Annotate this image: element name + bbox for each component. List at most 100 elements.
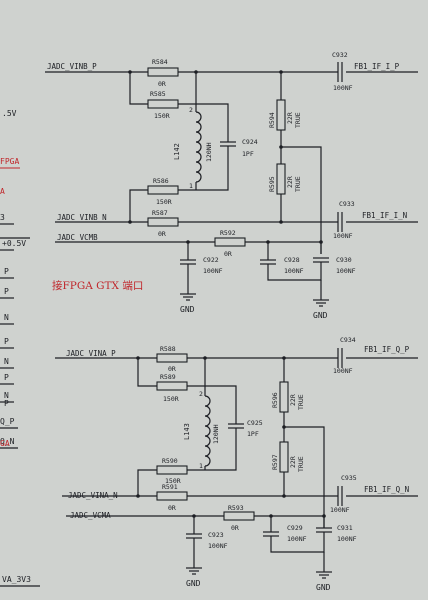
component-ref: C935 [341, 474, 357, 482]
component-value: 150R [156, 198, 172, 206]
component-ref: R584 [152, 58, 168, 66]
component-ref: C930 [336, 256, 352, 264]
resistor-r586 [147, 185, 179, 195]
resistor-r589 [156, 381, 188, 391]
component-ref: R592 [220, 229, 236, 237]
component-ref: R588 [160, 345, 176, 353]
junction-dot [279, 145, 283, 149]
component-value: 150R [154, 112, 170, 120]
gnd-label: GND [316, 583, 331, 592]
wire [205, 385, 237, 424]
component-ref: C931 [337, 524, 353, 532]
wire [129, 189, 148, 222]
circuit-q-channel: JADC_VINA_P FB1_IF_Q_P C934 100NF R588 0… [55, 336, 418, 592]
resistor-r591 [156, 491, 188, 501]
component-ref: R587 [152, 209, 168, 217]
component-tolerance: TRUE [294, 176, 302, 192]
junction-dot [279, 220, 283, 224]
junction-dot [194, 70, 198, 74]
resistor-r588 [156, 353, 188, 363]
component-ref: C928 [284, 256, 300, 264]
component-value: 1PF [242, 150, 254, 158]
junction-dot [128, 220, 132, 224]
component-ref: L142 [173, 143, 181, 160]
component-value: 100NF [333, 84, 353, 92]
junction-dot [282, 425, 286, 429]
component-tolerance: TRUE [297, 394, 305, 410]
component-value: 0R [158, 230, 166, 238]
component-value: 0R [168, 504, 176, 512]
component-ref: R597 [271, 454, 279, 470]
left-text-3: 3 [0, 213, 5, 222]
component-ref: R586 [153, 177, 169, 185]
wire [205, 428, 237, 471]
left-text-p: P [4, 337, 9, 346]
component-value: 150R [163, 395, 179, 403]
wire [137, 469, 157, 496]
component-value: 100NF [333, 232, 353, 240]
left-text-ga: GA [0, 439, 10, 448]
component-ref: C922 [203, 256, 219, 264]
component-value: 100NF [284, 267, 304, 275]
wire [196, 146, 229, 191]
net-label: FB1_IF_Q_P [364, 345, 410, 354]
component-value: 22R [286, 112, 294, 124]
resistor-r594 [276, 99, 286, 131]
resistor-r584 [147, 67, 179, 77]
component-ref: C929 [287, 524, 303, 532]
left-text-v05: .5V [2, 109, 17, 118]
net-label: JADC_VCMA [70, 511, 111, 520]
component-ref: C932 [332, 51, 348, 59]
component-ref: R593 [228, 504, 244, 512]
left-text-n: N [4, 357, 9, 366]
component-tolerance: TRUE [297, 456, 305, 472]
component-ref: C933 [339, 200, 355, 208]
resistor-r596 [279, 381, 289, 413]
component-ref: R595 [268, 176, 276, 192]
component-value: 100NF [287, 535, 307, 543]
component-ref: L143 [183, 423, 191, 440]
left-text-p: P [4, 287, 9, 296]
gnd-label: GND [186, 579, 201, 588]
left-edge-fragments: .5V FPGA A 3 +0.5V P P N P N P N P Q_P Q… [0, 109, 40, 587]
left-text-va3v3: VA_3V3 [2, 575, 31, 584]
left-text-v05b: +0.5V [2, 239, 26, 248]
pin-number: 1 [199, 462, 203, 470]
junction-dot [279, 70, 283, 74]
component-value: 0R [224, 250, 232, 258]
pin-number: 2 [199, 390, 203, 398]
wire-center-tap [281, 146, 322, 254]
junction-dot [322, 514, 326, 518]
component-value: 120NH [212, 424, 220, 444]
wire-gnd-return [267, 262, 322, 281]
resistor-r585 [147, 99, 179, 109]
component-value: 150R [165, 477, 181, 485]
junction-dot [136, 494, 140, 498]
net-label: FB1_IF_I_N [362, 211, 407, 220]
left-text-qn: Q_N [0, 437, 15, 446]
component-value: 100NF [330, 506, 350, 514]
gnd-label: GND [313, 311, 328, 320]
junction-dot [192, 514, 196, 518]
component-ref: R594 [268, 112, 276, 128]
pin-number: 2 [189, 106, 193, 114]
wire-center-tap [284, 426, 325, 528]
component-value: 100NF [336, 267, 356, 275]
component-ref: C924 [242, 138, 258, 146]
left-text-n: N [4, 313, 9, 322]
component-ref: R596 [271, 392, 279, 408]
component-value: 22R [286, 176, 294, 188]
component-ref: C925 [247, 419, 263, 427]
component-ref: C934 [340, 336, 356, 344]
component-ref: R585 [150, 90, 166, 98]
junction-dot [269, 514, 273, 518]
component-value: 100NF [203, 267, 223, 275]
resistor-r595 [276, 163, 286, 195]
net-label: JADC_VCMB [57, 233, 98, 242]
component-ref: C923 [208, 531, 224, 539]
resistor-r593 [223, 511, 255, 521]
component-tolerance: TRUE [294, 112, 302, 128]
note-fpga-gtx-port: 接FPGA GTX 端口 [52, 279, 143, 292]
left-text-p: P [4, 267, 9, 276]
